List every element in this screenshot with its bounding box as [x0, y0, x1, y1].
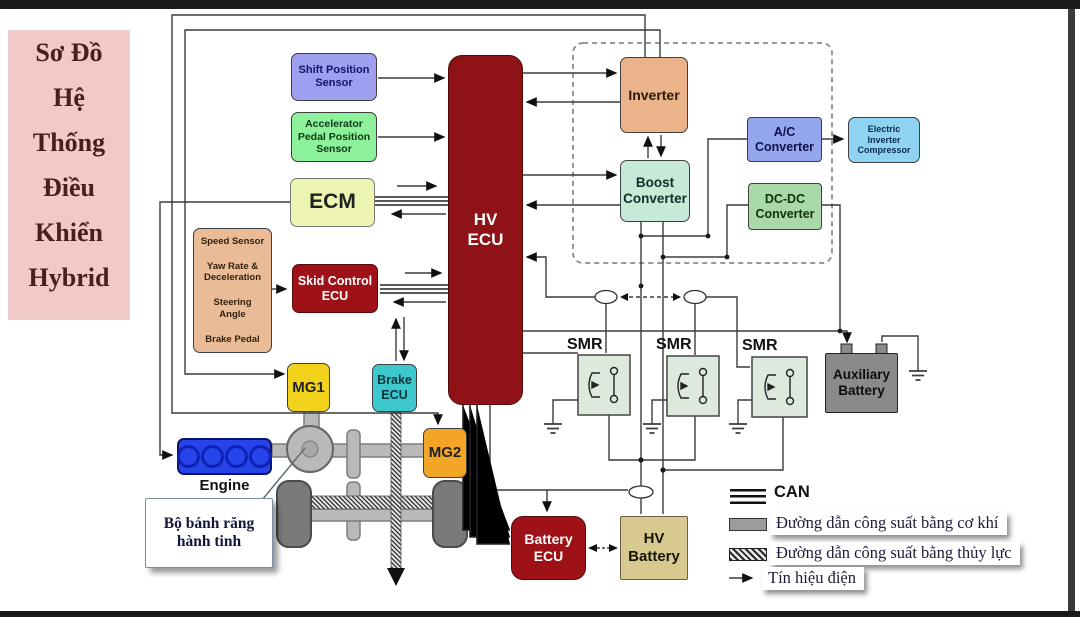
relay-contact-icon — [588, 366, 795, 406]
hydraulic-path-icon — [729, 548, 767, 561]
dc-dc-converter-block: DC-DC Converter — [748, 183, 822, 230]
battery-ecu-block: Battery ECU — [511, 516, 586, 580]
frame-top-border — [0, 0, 1080, 9]
shift-position-sensor-block: Shift Position Sensor — [291, 53, 377, 101]
power-unit-dashed-box — [572, 42, 833, 264]
cylinder-icon — [177, 445, 200, 468]
engine-label: Engine — [199, 477, 250, 494]
ecm-block: ECM — [290, 178, 375, 227]
can-lines-icon — [730, 489, 766, 504]
brake-pedal-label: Brake Pedal — [205, 333, 260, 345]
frame-right-border — [1068, 9, 1075, 614]
junction-dots — [638, 233, 843, 473]
hydraulic-brake-line — [390, 411, 402, 571]
legend-mechanical-label: Đường dẫn công suất bằng cơ khí — [770, 512, 1007, 535]
legend-hydraulic-label: Đường dẫn công suất bằng thủy lực — [770, 542, 1020, 565]
smr3-label: SMR — [742, 337, 778, 354]
planetary-gear-callout: Bộ bánh răng hành tinh — [145, 498, 273, 568]
skid-control-ecu-block: Skid Control ECU — [292, 264, 378, 313]
legend-can-label: CAN — [774, 483, 810, 501]
accelerator-pedal-position-sensor-block: Accelerator Pedal Position Sensor — [291, 112, 377, 162]
can-bus-lines — [375, 196, 510, 545]
connector-icon — [594, 289, 707, 499]
cylinder-icon — [249, 445, 272, 468]
smr-relay-boxes — [577, 354, 808, 418]
inverter-block: Inverter — [620, 57, 688, 133]
mg2-block: MG2 — [423, 428, 467, 478]
electric-inverter-compressor-block: Electric Inverter Compressor — [848, 117, 920, 163]
arrowheads — [588, 293, 681, 552]
frame-bottom-border — [0, 611, 1080, 617]
mechanical-path-icon — [729, 518, 767, 531]
brake-ecu-block: Brake ECU — [372, 364, 417, 412]
engine-block — [177, 438, 272, 475]
auxiliary-battery-block: Auxiliary Battery — [825, 353, 898, 413]
hydraulic-arrow-icon — [387, 568, 405, 586]
wheel-right — [432, 480, 468, 548]
cylinder-icon — [225, 445, 248, 468]
hydraulic-axle-line — [310, 495, 434, 510]
boost-converter-block: Boost Converter — [620, 160, 690, 222]
speed-sensor-label: Speed Sensor — [200, 236, 265, 247]
hv-battery-block: HV Battery — [620, 516, 688, 580]
legend-electrical-label: Tín hiệu điện — [762, 567, 864, 590]
ground-icon — [544, 370, 927, 434]
cylinder-icon — [201, 445, 224, 468]
ac-converter-block: A/C Converter — [747, 117, 822, 162]
wheel-left — [276, 480, 312, 548]
hv-ecu-block: HV ECU — [448, 55, 523, 405]
yaw-rate-deceleration-label: Yaw Rate & Deceleration — [203, 261, 262, 284]
smr2-label: SMR — [656, 336, 692, 353]
smr1-label: SMR — [567, 336, 603, 353]
mg1-block: MG1 — [287, 363, 330, 412]
chassis-sensor-group-block: Speed Sensor Yaw Rate & Deceleration Ste… — [193, 228, 272, 353]
diagram-title: Sơ Đồ Hệ Thống Điều Khiển Hybrid — [8, 30, 130, 320]
planetary-gear-center — [301, 440, 319, 458]
steering-angle-label: Steering Angle — [213, 297, 252, 320]
